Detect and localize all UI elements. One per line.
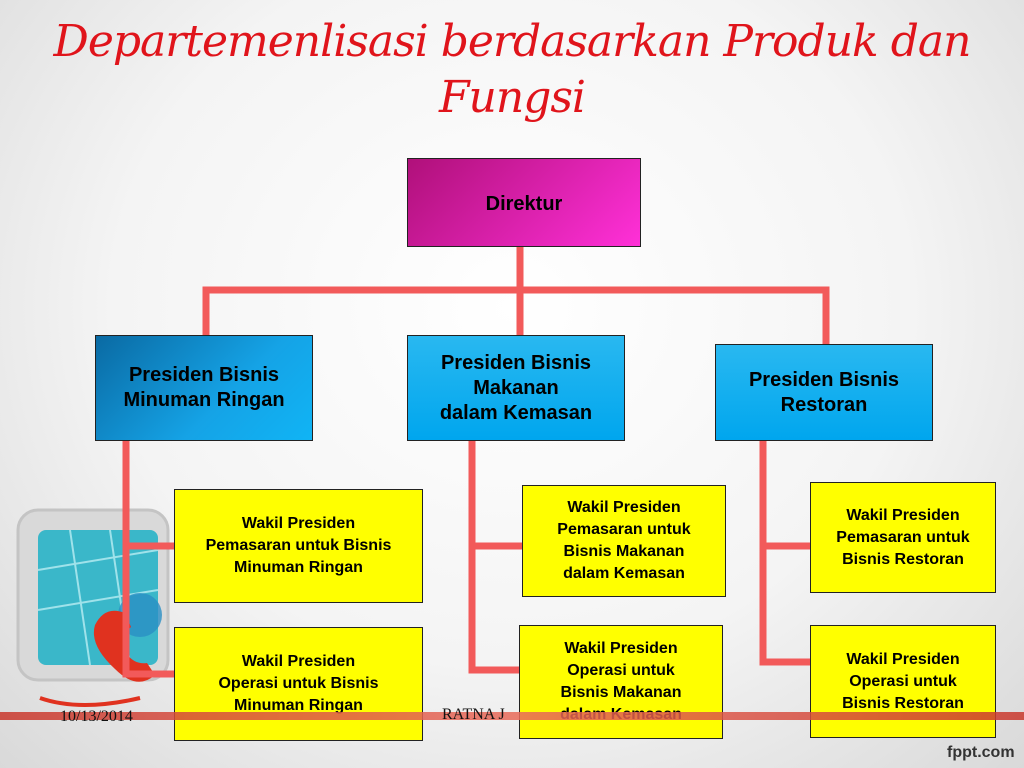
vp-box-operasi-restoran: Wakil Presiden Operasi untuk Bisnis Rest…	[810, 625, 996, 738]
president-box-makanan-kemasan: Presiden Bisnis Makanan dalam Kemasan	[407, 335, 625, 441]
footer-band	[0, 712, 1024, 720]
president-label: Presiden Bisnis Restoran	[748, 368, 900, 416]
vp-box-operasi-makanan: Wakil Presiden Operasi untuk Bisnis Maka…	[519, 625, 723, 739]
footer-date: 10/13/2014	[60, 708, 133, 725]
slide-title: Departemenlisasi berdasarkan Produk dan …	[53, 16, 972, 123]
president-label: Presiden Bisnis Minuman Ringan	[123, 364, 285, 411]
connector-president-3-down	[759, 437, 814, 666]
connector-president-2-down	[468, 437, 523, 674]
vp-label: Wakil Presiden Pemasaran untuk Bisnis Re…	[836, 506, 970, 568]
vp-label: Wakil Presiden Operasi untuk Bisnis Rest…	[842, 650, 964, 712]
president-label: Presiden Bisnis Makanan dalam Kemasan	[439, 351, 593, 424]
vp-box-pemasaran-minuman: Wakil Presiden Pemasaran untuk Bisnis Mi…	[174, 489, 423, 603]
director-label: Direktur	[485, 193, 563, 215]
vp-label: Wakil Presiden Pemasaran untuk Bisnis Mi…	[205, 515, 392, 576]
connector-president-1-down	[122, 437, 178, 678]
footer-author: RATNA J	[442, 706, 505, 723]
president-box-minuman-ringan: Presiden Bisnis Minuman Ringan	[95, 335, 313, 441]
vp-box-operasi-minuman: Wakil Presiden Operasi untuk Bisnis Minu…	[174, 627, 423, 741]
brand-logo: fppt.com	[947, 744, 1015, 761]
president-box-restoran: Presiden Bisnis Restoran	[715, 344, 933, 441]
director-box: Direktur	[407, 158, 641, 247]
vp-label: Wakil Presiden Pemasaran untuk Bisnis Ma…	[557, 499, 691, 582]
vp-box-pemasaran-makanan: Wakil Presiden Pemasaran untuk Bisnis Ma…	[522, 485, 726, 597]
vp-box-pemasaran-restoran: Wakil Presiden Pemasaran untuk Bisnis Re…	[810, 482, 996, 593]
vp-label: Wakil Presiden Operasi untuk Bisnis Minu…	[218, 653, 379, 714]
